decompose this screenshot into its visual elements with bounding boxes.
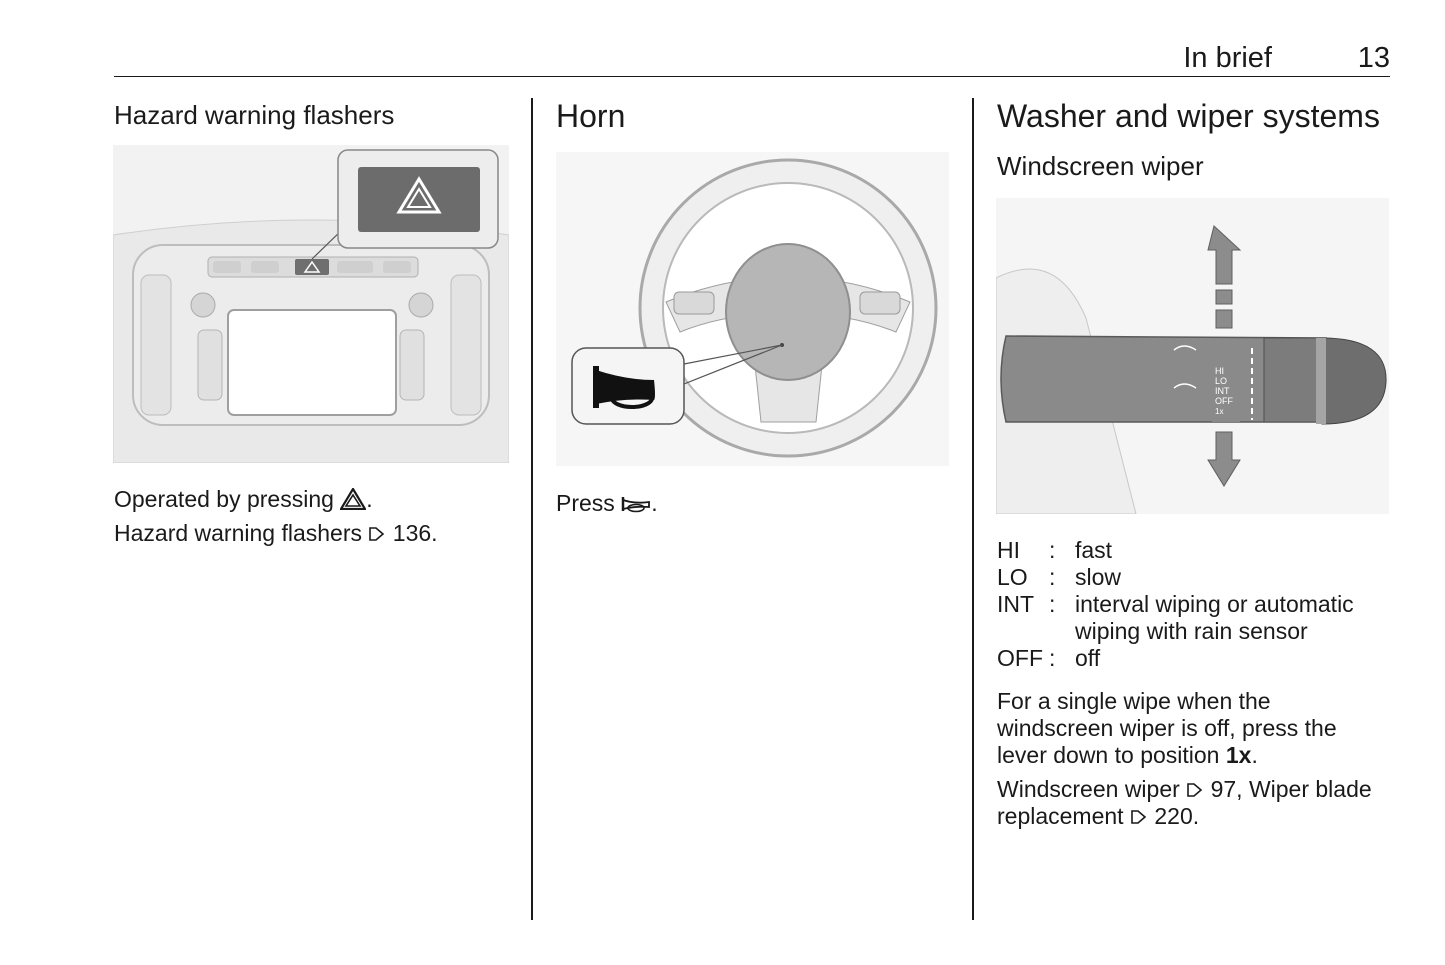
hazard-line-1-text: Operated by pressing	[114, 486, 334, 512]
wiper-lever-figure: HI LO INT OFF 1x	[996, 198, 1389, 514]
hazard-text: Operated by pressing . Hazard warning fl…	[114, 482, 514, 550]
horn-press-end: .	[651, 490, 658, 516]
steering-wheel-illustration	[556, 152, 949, 466]
legend-value: interval wiping or automatic wiping with…	[1075, 591, 1354, 644]
legend-key: OFF	[997, 645, 1043, 671]
washer-column: Washer and wiper systems Windscreen wipe…	[997, 98, 1392, 182]
legend-separator: :	[1049, 564, 1056, 590]
hazard-column: Hazard warning flashers	[114, 98, 514, 131]
wiper-subheading: Windscreen wiper	[997, 151, 1204, 181]
wiper-lever-illustration: HI LO INT OFF 1x	[996, 198, 1389, 514]
legend-row-int: INT : interval wiping or automatic wipin…	[997, 591, 1375, 645]
horn-press-text: Press	[556, 490, 615, 516]
lever-label-1x: 1x	[1215, 407, 1223, 416]
page-reference-arrow-icon	[1187, 783, 1203, 797]
horn-steering-figure	[556, 152, 949, 466]
hazard-line-1: Operated by pressing .	[114, 482, 514, 516]
wiper-ref-2: 220.	[1154, 803, 1200, 829]
wiper-ref-text: Windscreen wiper	[997, 776, 1180, 802]
horn-icon	[621, 497, 651, 513]
wiper-reference-paragraph: Windscreen wiper 97, Wiper blade replace…	[997, 776, 1387, 830]
wiper-legend: HI : fast LO : slow INT : interval wipin…	[997, 537, 1375, 672]
single-wipe-text: For a single wipe when the windscreen wi…	[997, 688, 1337, 768]
legend-row-off: OFF : off	[997, 645, 1375, 672]
legend-value: off	[1075, 645, 1101, 671]
legend-row-lo: LO : slow	[997, 564, 1375, 591]
legend-value: slow	[1075, 564, 1122, 590]
page-number: 13	[1357, 42, 1390, 74]
legend-key: HI	[997, 537, 1020, 563]
column-divider-1	[531, 98, 533, 920]
legend-key: INT	[997, 591, 1035, 617]
single-wipe-paragraph: For a single wipe when the windscreen wi…	[997, 688, 1387, 769]
lever-label-hi: HI	[1215, 366, 1224, 376]
hazard-triangle-icon	[339, 486, 368, 511]
lever-label-off: OFF	[1215, 396, 1233, 406]
hazard-heading: Hazard warning flashers	[114, 100, 395, 130]
hazard-line-2: Hazard warning flashers 136.	[114, 516, 514, 550]
legend-separator: :	[1049, 591, 1056, 617]
wiper-ref-1: 97, Wiper blade replacement	[997, 776, 1372, 829]
legend-separator: :	[1049, 645, 1056, 671]
single-wipe-position: 1x	[1225, 742, 1252, 768]
page-header: In brief 13	[114, 40, 1390, 77]
single-wipe-end: .	[1251, 742, 1258, 768]
legend-separator: :	[1049, 537, 1056, 563]
section-title: In brief	[1183, 42, 1272, 74]
page-reference-arrow-icon	[369, 527, 385, 541]
column-divider-2	[972, 98, 974, 920]
lever-label-lo: LO	[1215, 376, 1227, 386]
page-reference-arrow-icon	[1131, 810, 1147, 824]
hazard-console-figure	[113, 145, 509, 463]
hazard-line-1-end: .	[366, 486, 373, 512]
legend-row-hi: HI : fast	[997, 537, 1375, 564]
hazard-line-2-text: Hazard warning flashers	[114, 520, 363, 546]
horn-column: Horn	[556, 98, 956, 135]
lever-label-int: INT	[1215, 386, 1230, 396]
dashboard-console-illustration	[113, 145, 509, 463]
legend-key: LO	[997, 564, 1028, 590]
legend-value: fast	[1075, 537, 1113, 563]
horn-text: Press .	[556, 486, 956, 520]
washer-heading: Washer and wiper systems	[997, 98, 1380, 134]
hazard-page-ref: 136.	[392, 520, 438, 546]
horn-heading: Horn	[556, 98, 626, 134]
